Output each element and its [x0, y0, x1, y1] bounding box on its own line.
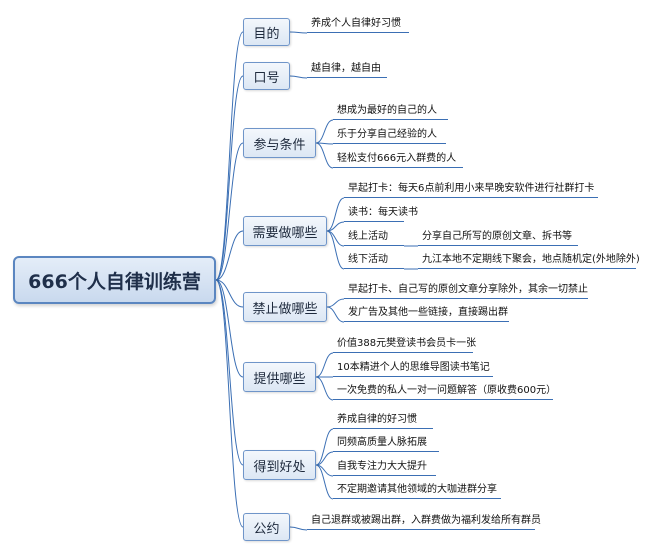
branch-leaf-connector — [315, 376, 334, 401]
leaf-item: 不定期邀请其他领域的大咖进群分享 — [333, 483, 501, 499]
branch-label: 得到好处 — [253, 459, 306, 475]
root-branch-connector — [215, 279, 244, 308]
leaf-item: 线下活动 — [344, 253, 404, 269]
branch-leaf-connector — [315, 352, 334, 378]
branch-leaf-connector — [315, 464, 334, 500]
root-branch-connector — [215, 230, 244, 281]
branch-convention[interactable]: 公约 — [243, 513, 290, 541]
branch-label: 提供哪些 — [253, 371, 306, 387]
branch-benefits[interactable]: 得到好处 — [243, 450, 316, 480]
root-topic[interactable]: 666个人自律训练营 — [13, 256, 216, 304]
sub-leaf-item: 分享自己所写的原创文章、拆书等 — [418, 230, 578, 246]
leaf-item: 越自律，越自由 — [307, 62, 387, 78]
branch-leaf-connector — [326, 197, 345, 232]
leaf-item: 轻松支付666元入群费的人 — [333, 152, 463, 168]
branch-leaf-connector — [326, 298, 345, 308]
leaf-item: 乐于分享自己经验的人 — [333, 128, 446, 144]
branch-conditions[interactable]: 参与条件 — [243, 128, 316, 158]
branch-label: 需要做哪些 — [252, 225, 318, 241]
root-branch-connector — [215, 279, 244, 528]
branch-label: 参与条件 — [253, 137, 306, 153]
branch-leaf-connector — [315, 451, 334, 466]
branch-leaf-connector — [326, 230, 345, 270]
leaf-item: 自己退群或被踢出群，入群费做为福利发给所有群员 — [307, 514, 541, 530]
leaf-item: 早起打卡：每天6点前利用小来早晚安软件进行社群打卡 — [344, 182, 598, 198]
root-branch-connector — [215, 75, 244, 281]
branch-prohibited[interactable]: 禁止做哪些 — [243, 292, 327, 322]
branch-leaf-connector — [289, 526, 308, 531]
branch-leaf-connector — [315, 142, 334, 169]
leaf-item: 一次免费的私人一对一问题解答（原收费600元） — [333, 384, 556, 400]
leaf-item: 同频高质量人脉拓展 — [333, 436, 439, 452]
leaf-item: 读书：每天读书 — [344, 206, 418, 222]
root-branch-connector — [215, 31, 244, 281]
leaf-item: 自我专注力大大提升 — [333, 460, 436, 476]
leaf-item: 10本精进个人的思维导图读书笔记 — [333, 361, 493, 377]
branch-label: 禁止做哪些 — [252, 301, 318, 317]
branch-leaf-connector — [315, 119, 334, 144]
branch-leaf-connector — [315, 428, 334, 466]
branch-provided[interactable]: 提供哪些 — [243, 362, 316, 392]
branch-leaf-connector — [289, 75, 308, 79]
leaf-item: 价值388元樊登读书会员卡一张 — [333, 337, 476, 353]
root-topic-label: 666个人自律训练营 — [28, 270, 201, 293]
leaf-item: 早起打卡、自己写的原创文章分享除外，其余一切禁止 — [344, 283, 588, 299]
branch-label: 目的 — [253, 26, 280, 42]
root-branch-connector — [215, 279, 244, 466]
root-branch-connector — [215, 142, 244, 281]
branch-leaf-connector — [326, 221, 345, 232]
branch-leaf-connector — [326, 230, 345, 247]
branch-slogan[interactable]: 口号 — [243, 62, 290, 90]
leaf-item: 发广告及其他一些链接，直接踢出群 — [344, 306, 509, 322]
branch-label: 公约 — [253, 521, 280, 537]
branch-leaf-connector — [326, 306, 345, 323]
leaf-item: 想成为最好的自己的人 — [333, 104, 448, 120]
sub-leaf-item: 九江本地不定期线下聚会，地点随机定(外地除外) — [418, 253, 640, 269]
branch-requirements[interactable]: 需要做哪些 — [243, 216, 327, 246]
leaf-item: 线上活动 — [344, 230, 404, 246]
leaf-item: 养成个人自律好习惯 — [307, 17, 409, 33]
root-branch-connector — [215, 279, 244, 378]
leaf-item: 养成自律的好习惯 — [333, 413, 433, 429]
branch-purpose[interactable]: 目的 — [243, 18, 290, 46]
branch-leaf-connector — [289, 31, 308, 34]
branch-label: 口号 — [253, 70, 280, 86]
